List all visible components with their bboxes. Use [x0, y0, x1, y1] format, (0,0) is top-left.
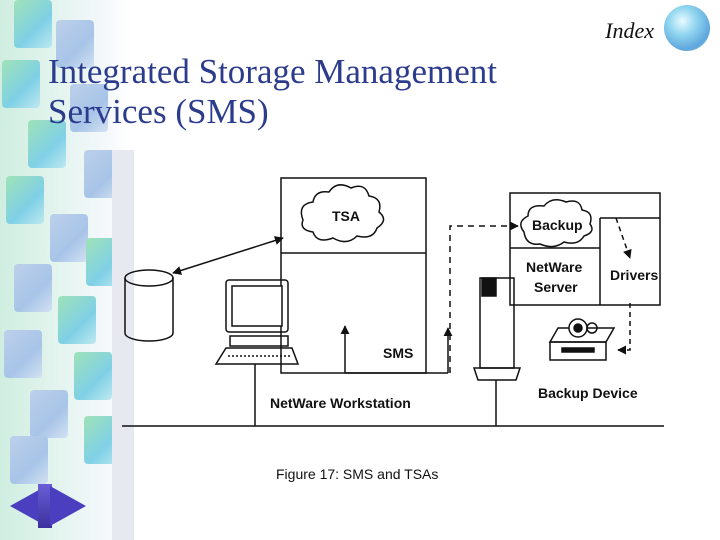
- server-label-line1: NetWare: [526, 259, 582, 275]
- nav-divider-icon: [38, 484, 52, 528]
- tsa-cloud-icon: [300, 184, 385, 243]
- decorative-tile: [56, 20, 94, 68]
- workstation-label: NetWare Workstation: [270, 395, 411, 411]
- disk-drive-icon: [124, 269, 174, 342]
- decorative-tile: [28, 120, 66, 168]
- previous-slide-icon[interactable]: [8, 484, 48, 528]
- decorative-tile: [30, 390, 68, 438]
- backup-label: Backup: [532, 217, 583, 233]
- decorative-tile: [14, 264, 52, 312]
- slide-title: Integrated Storage Management Services (…: [48, 52, 608, 132]
- index-orb-icon[interactable]: [664, 5, 710, 51]
- decorative-tile: [4, 330, 42, 378]
- backup-device-label: Backup Device: [538, 385, 638, 401]
- drivers-label: Drivers: [610, 267, 658, 283]
- decorative-tile: [2, 60, 40, 108]
- decorative-tile: [58, 296, 96, 344]
- decorative-side-band: [0, 0, 132, 540]
- slide-title-line2: Services (SMS): [48, 92, 269, 131]
- tsa-label: TSA: [332, 208, 360, 224]
- sms-label: SMS: [383, 345, 413, 361]
- figure-caption: Figure 17: SMS and TSAs: [276, 466, 439, 482]
- workstation-computer-icon: [214, 279, 300, 365]
- decorative-tile: [50, 214, 88, 262]
- next-slide-icon[interactable]: [48, 484, 88, 528]
- backup-device-icon: [548, 318, 616, 361]
- sms-diagram: TSA SMS Backup NetWare Server Drivers: [122, 177, 664, 427]
- server-tower-icon: [472, 277, 522, 381]
- server-label-line2: Server: [534, 279, 578, 295]
- dashed-backup-path: [449, 221, 519, 373]
- decorative-tile: [10, 436, 48, 484]
- decorative-tile: [6, 176, 44, 224]
- decorative-tile: [14, 0, 52, 48]
- backup-cloud-icon: [520, 199, 593, 248]
- slide-title-line1: Integrated Storage Management: [48, 52, 497, 91]
- decorative-tile: [74, 352, 112, 400]
- tsa-to-disk-arrow: [172, 236, 284, 275]
- index-link[interactable]: Index: [605, 18, 654, 43]
- decorative-shadow-panel: [112, 150, 134, 540]
- decorative-tile: [70, 84, 108, 132]
- dashed-device-arrow: [617, 303, 631, 355]
- server-software-box: [509, 192, 661, 306]
- dashed-drivers-arrow: [615, 217, 632, 259]
